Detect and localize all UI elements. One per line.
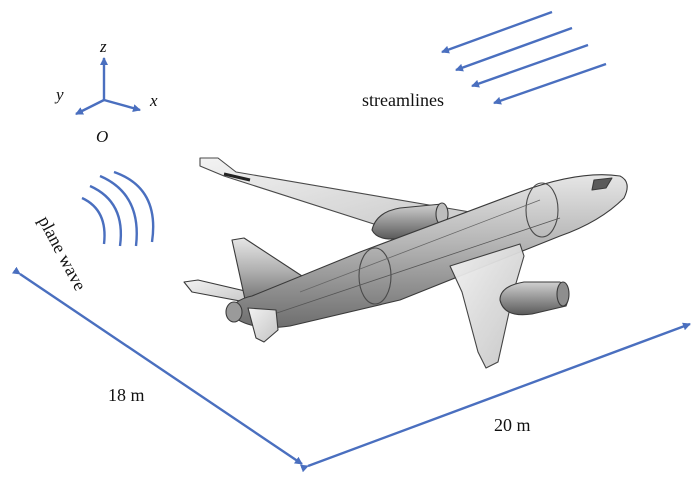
cockpit-window	[591, 177, 613, 191]
fuselage-ring	[525, 182, 559, 238]
coordinate-axes: z y x O	[54, 37, 158, 146]
streamlines-label: streamlines	[362, 90, 444, 110]
wave-arc	[99, 174, 138, 247]
tail-cone	[225, 301, 243, 323]
dim-arrow-20m	[300, 322, 691, 473]
wave-arc	[113, 170, 155, 243]
aircraft-model	[183, 157, 628, 369]
wing-stripe	[223, 172, 251, 182]
y-axis-label: y	[54, 85, 64, 104]
dim-label-20m: 20 m	[494, 415, 531, 435]
lower-engine-intake	[556, 281, 570, 307]
streamline-arrows	[441, 10, 607, 105]
plane-wave-label: plane wave	[34, 212, 90, 293]
y-axis-arrow	[75, 98, 105, 116]
fuselage-line	[299, 199, 541, 293]
near-stabilizer	[247, 307, 279, 343]
plane-wave-arcs	[81, 170, 155, 247]
fuselage-line	[261, 217, 561, 319]
wave-arc	[81, 196, 106, 245]
origin-label: O	[96, 127, 108, 146]
z-axis-label: z	[99, 37, 107, 56]
domain-dimensions: 18 m 20 m	[11, 266, 691, 473]
streamline-arrow	[471, 43, 589, 88]
streamline-arrow	[455, 26, 573, 72]
fuselage-ring	[358, 247, 392, 305]
dim-label-18m: 18 m	[108, 385, 145, 405]
streamline-arrow	[493, 62, 607, 105]
lower-wing	[449, 243, 525, 369]
x-axis-arrow	[103, 98, 141, 112]
streamline-arrow	[441, 10, 553, 54]
dim-arrow-18m	[11, 266, 303, 465]
wave-arc	[89, 184, 123, 247]
x-axis-label: x	[149, 91, 158, 110]
fuselage	[229, 174, 628, 329]
